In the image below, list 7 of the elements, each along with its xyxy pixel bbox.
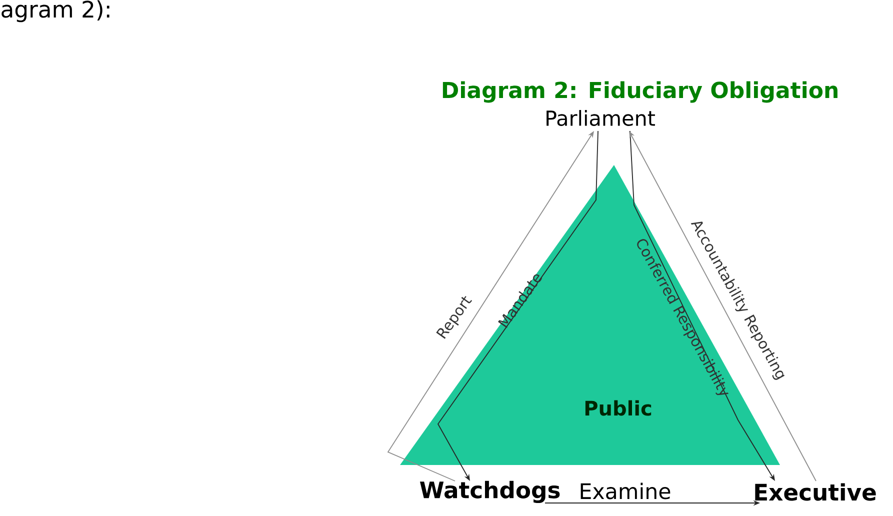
edge-label: Examine	[580, 482, 670, 500]
cut-text: agram 2):	[2, 0, 110, 22]
node-label: Watchdogs	[420, 480, 560, 504]
node-label: Public	[585, 400, 652, 416]
node-label: Executive	[755, 483, 876, 501]
title: Diagram 2: Fiduciary Obligation	[442, 81, 838, 103]
node-label: Parliament	[546, 110, 655, 126]
